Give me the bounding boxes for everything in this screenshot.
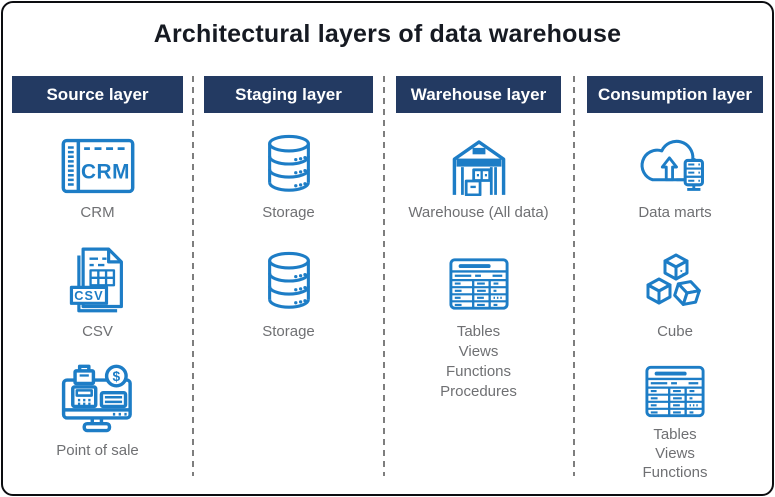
database-icon	[267, 251, 310, 309]
item-label: CRM	[80, 204, 115, 221]
column-header-warehouse: Warehouse layer	[396, 76, 561, 113]
warehouse-icon	[452, 140, 505, 196]
svg-text:CSV: CSV	[74, 288, 103, 303]
svg-text:CRM: CRM	[80, 161, 129, 184]
item-label: Storage	[262, 204, 315, 221]
item-label: Point of sale	[56, 442, 139, 459]
column-header-source: Source layer	[12, 76, 183, 113]
consumption-item-cube: Cube	[587, 246, 763, 342]
column-divider	[192, 76, 194, 476]
source-item-crm: CRM CRM	[12, 134, 183, 223]
table-icon	[448, 257, 509, 310]
item-label: Warehouse (All data)	[408, 204, 549, 221]
source-item-pos: $ Point of sale	[12, 362, 183, 461]
database-icon	[267, 134, 310, 192]
warehouse-item-tables: Tables Views Functions Procedures	[396, 250, 561, 402]
column-header-consumption: Consumption layer	[587, 76, 763, 113]
staging-item-storage-1: Storage	[204, 130, 373, 223]
item-label: CSV	[82, 323, 113, 340]
item-label: Storage	[262, 323, 315, 340]
column-header-staging: Staging layer	[204, 76, 373, 113]
column-divider	[383, 76, 385, 476]
svg-text:$: $	[112, 369, 120, 384]
consumption-item-datamarts: Data marts	[587, 132, 763, 223]
source-item-csv: CSV CSV	[12, 244, 183, 342]
column-divider	[573, 76, 575, 476]
diagram-title: Architectural layers of data warehouse	[153, 20, 622, 48]
cloud-upload-server-icon	[640, 139, 704, 191]
warehouse-item-main: Warehouse (All data)	[396, 132, 561, 223]
item-label: Data marts	[638, 204, 712, 221]
cube-icon	[646, 253, 701, 306]
consumption-item-tables: Tables Views Functions	[587, 362, 763, 482]
csv-file-icon: CSV	[69, 247, 123, 312]
table-icon	[645, 365, 705, 418]
staging-item-storage-2: Storage	[204, 245, 373, 342]
point-of-sale-icon: $	[61, 364, 132, 433]
crm-icon: CRM	[61, 138, 134, 194]
item-label: Tables Views Functions Procedures	[440, 323, 517, 400]
item-label: Tables Views Functions	[642, 426, 708, 481]
item-label: Cube	[657, 323, 693, 340]
